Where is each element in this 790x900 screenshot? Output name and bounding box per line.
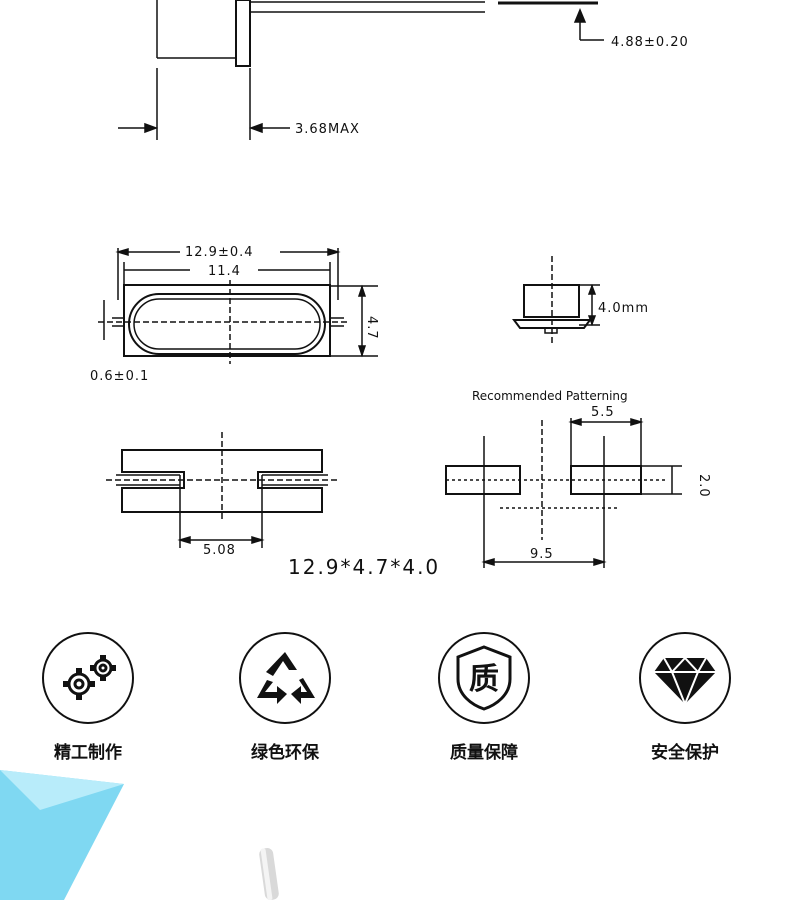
package-bottom-view — [106, 432, 340, 548]
feature-safety: 安全保护 — [615, 632, 755, 763]
dim-package-height-label: 4.7 — [364, 316, 379, 340]
cyan-triangle-highlight — [0, 770, 124, 810]
decorative-footer — [0, 770, 279, 900]
component-lead-decor — [259, 848, 279, 900]
technical-drawing: 4.88±0.20 3.68MAX 12.9±0.4 11.4 4.7 0.6±… — [90, 0, 711, 568]
crystal-side-view — [118, 0, 604, 140]
recycle-icon — [239, 632, 331, 724]
dim-pad-height-label: 2.0 — [696, 474, 711, 498]
dim-span-label: 9.5 — [530, 547, 554, 562]
quality-shield-icon: 质 — [438, 632, 530, 724]
cyan-triangle-decor — [0, 770, 124, 900]
feature-label: 绿色环保 — [251, 743, 319, 763]
package-top-view — [98, 247, 378, 364]
gears-icon — [42, 632, 134, 724]
shield-glyph: 质 — [469, 662, 499, 697]
dim-width-label: 3.68MAX — [295, 122, 360, 137]
dim-pad-width-label: 5.5 — [591, 405, 615, 420]
dim-pitch-label: 5.08 — [203, 543, 236, 558]
size-caption: 12.9*4.7*4.0 — [288, 555, 441, 579]
dim-side-height-label: 4.0mm — [598, 301, 649, 316]
feature-quality: 质 质量保障 — [414, 632, 554, 763]
diamond-icon — [639, 632, 731, 724]
dim-height-label: 4.88±0.20 — [611, 35, 689, 50]
recommended-pattern — [445, 417, 682, 568]
dim-overall-label: 12.9±0.4 — [185, 245, 254, 260]
pattern-title: Recommended Patterning — [472, 389, 628, 403]
package-side-view — [512, 256, 600, 344]
feature-precision: 精工制作 — [18, 632, 158, 763]
feature-label: 安全保护 — [651, 743, 719, 763]
feature-label: 质量保障 — [450, 743, 518, 763]
features-row: 精工制作 绿色环保 质 质量保障 — [0, 632, 790, 772]
feature-eco: 绿色环保 — [215, 632, 355, 763]
dim-body-label: 11.4 — [208, 264, 241, 279]
dim-lead-label: 0.6±0.1 — [90, 369, 149, 384]
feature-label: 精工制作 — [54, 743, 122, 763]
